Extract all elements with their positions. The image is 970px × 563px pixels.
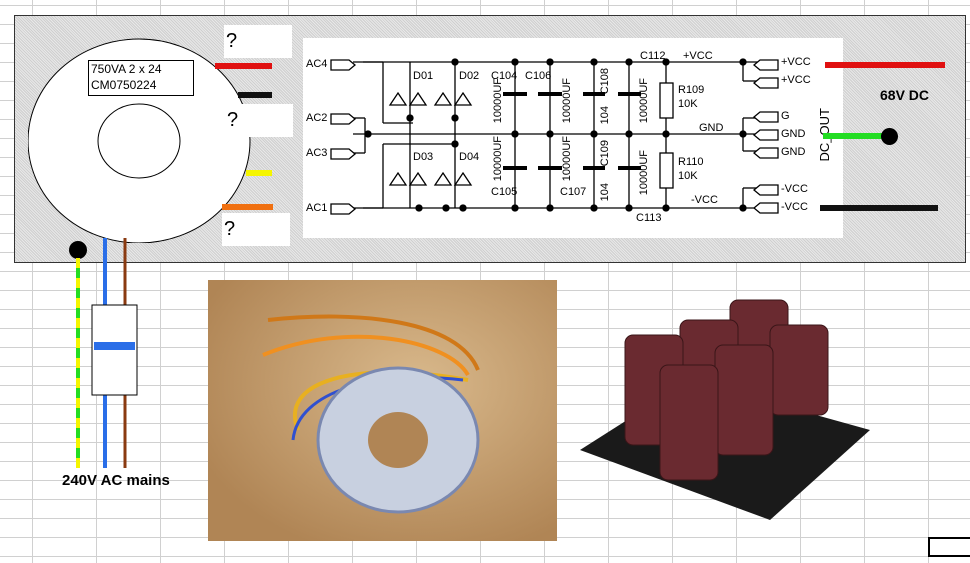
resistor-r109: R109 xyxy=(678,84,705,96)
rectifier-schematic: AC4 AC2 AC3 AC1 D01 D02 D03 D04 C104 C10… xyxy=(303,38,843,238)
red-output-wire xyxy=(825,62,945,68)
cap-c105: C105 xyxy=(491,186,518,198)
output-pin: +VCC xyxy=(781,56,811,68)
diode-d04: D04 xyxy=(459,151,480,163)
cap-c112: C112 xyxy=(640,50,666,62)
small-cap-value: 104 xyxy=(599,183,611,202)
rail-neg-label: -VCC xyxy=(691,194,718,206)
rail-gnd-label: GND xyxy=(699,122,724,134)
cap-c108: C108 xyxy=(599,68,611,95)
transformer-label: 750VA 2 x 24 CM0750224 xyxy=(88,60,194,96)
resistor-r110-value: 10K xyxy=(678,170,698,182)
black-output-wire xyxy=(820,205,938,211)
input-ac3: AC3 xyxy=(306,147,328,159)
cap-value: 10000UF xyxy=(561,78,573,124)
unknown-label: ? xyxy=(222,213,290,246)
mains-label: 240V AC mains xyxy=(62,472,170,489)
output-pin: G xyxy=(781,110,790,122)
output-pin: +VCC xyxy=(781,74,811,86)
orange-wire xyxy=(222,204,273,210)
cap-value: 10000UF xyxy=(638,78,650,124)
cap-value: 10000UF xyxy=(492,136,504,182)
toroid-photo xyxy=(208,280,557,541)
cap-value: 10000UF xyxy=(492,78,504,124)
cap-c107: C107 xyxy=(560,186,587,198)
rail-pos-label: +VCC xyxy=(683,50,713,62)
output-voltage-label: 68V DC xyxy=(880,87,930,103)
toroid-transformer-drawing xyxy=(28,38,251,243)
ground-terminal xyxy=(881,128,898,145)
output-pin: -VCC xyxy=(781,201,808,213)
unknown-label: ? xyxy=(224,25,292,58)
output-pin: GND xyxy=(781,128,806,140)
output-pin: GND xyxy=(781,146,806,158)
input-ac4: AC4 xyxy=(306,58,328,70)
transformer-rating: 750VA 2 x 24 xyxy=(91,62,162,76)
selected-cell[interactable] xyxy=(928,537,970,557)
mains-wiring xyxy=(69,238,138,468)
cap-c109: C109 xyxy=(599,140,611,167)
capacitor-board-photo xyxy=(570,290,870,540)
red-wire xyxy=(215,63,272,69)
input-ac1: AC1 xyxy=(306,202,328,214)
diode-d02: D02 xyxy=(459,70,480,82)
resistor-r109-value: 10K xyxy=(678,98,698,110)
cap-c113: C113 xyxy=(636,212,662,224)
cap-c106: C106 xyxy=(525,70,552,82)
green-output-wire xyxy=(823,133,888,139)
diode-d03: D03 xyxy=(413,151,434,163)
black-wire xyxy=(238,92,272,98)
cap-c104: C104 xyxy=(491,70,518,82)
small-cap-value: 104 xyxy=(599,106,611,125)
unknown-label: ? xyxy=(225,104,293,137)
cap-value: 10000UF xyxy=(561,136,573,182)
diode-d01: D01 xyxy=(413,70,434,82)
resistor-r110: R110 xyxy=(678,156,704,168)
transformer-part-number: CM0750224 xyxy=(91,78,157,92)
cap-value: 10000UF xyxy=(638,150,650,196)
yellow-wire xyxy=(246,170,272,176)
input-ac2: AC2 xyxy=(306,112,328,124)
output-pin: -VCC xyxy=(781,183,808,195)
